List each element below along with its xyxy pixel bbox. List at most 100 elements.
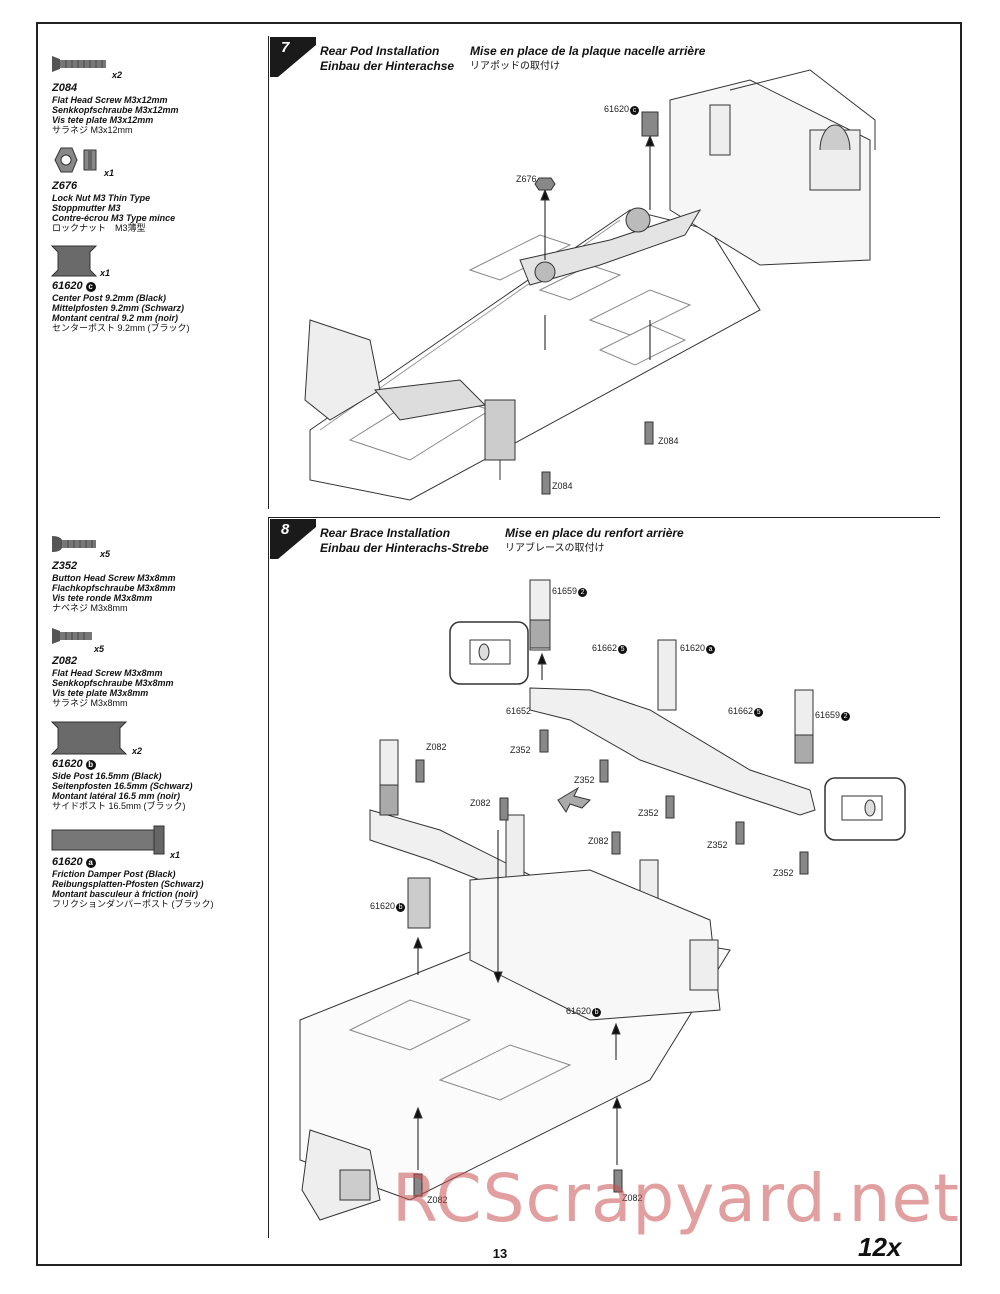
title-fr: Mise en place de la plaque nacelle arriè… xyxy=(470,44,706,58)
part-desc-fr: Montant latéral 16.5 mm (noir) xyxy=(52,791,181,801)
callout-z082: Z082 xyxy=(470,798,491,808)
part-desc-de: Stoppmutter M3 xyxy=(52,203,121,213)
center-post-icon xyxy=(50,245,98,277)
part-desc-de: Flachkopfschraube M3x8mm xyxy=(52,583,176,593)
part-code: Z082 xyxy=(52,655,78,667)
part-desc-en: Flat Head Screw M3x8mm xyxy=(52,668,163,678)
part-desc-jp: ロックナット M3薄型 xyxy=(52,223,146,233)
step7-divider xyxy=(268,36,269,509)
title-de: Einbau der Hinterachse xyxy=(320,59,455,73)
callout-z084-b: Z084 xyxy=(552,481,573,491)
part-code: 61620 xyxy=(52,280,83,292)
brand-logo: 12x xyxy=(858,1232,902,1262)
page-number: 13 xyxy=(492,1246,508,1261)
title-jp: リアポッドの取付け xyxy=(470,61,560,72)
step8-title-fr-jp: Mise en place du renfort arrière リアブレースの… xyxy=(505,526,684,556)
step-number: 8 xyxy=(281,521,290,538)
flat-head-screw-icon xyxy=(52,628,92,644)
side-post-icon xyxy=(50,721,128,755)
part-code: Z352 xyxy=(52,560,78,572)
title-de: Einbau der Hinterachs-Strebe xyxy=(320,541,489,555)
callout-z352: Z352 xyxy=(773,868,794,878)
part-desc-en: Friction Damper Post (Black) xyxy=(52,869,176,879)
step7-title-en-de: Rear Pod Installation Einbau der Hintera… xyxy=(320,44,454,74)
marker-badge: b xyxy=(85,760,96,770)
part-desc-jp: サイドポスト 16.5mm (ブラック) xyxy=(52,801,186,811)
callout-z082: Z082 xyxy=(588,836,609,846)
part-desc-en: Lock Nut M3 Thin Type xyxy=(52,193,151,203)
part-desc-de: Senkkopfschraube M3x12mm xyxy=(52,105,179,115)
friction-damper-post-icon xyxy=(51,825,165,855)
callout-z352: Z352 xyxy=(638,808,659,818)
part-desc-de: Seitenpfosten 16.5mm (Schwarz) xyxy=(52,781,193,791)
part-desc-en: Side Post 16.5mm (Black) xyxy=(52,771,162,781)
part-desc-en: Center Post 9.2mm (Black) xyxy=(52,293,167,303)
step8-title-en-de: Rear Brace Installation Einbau der Hinte… xyxy=(320,526,489,556)
part-code: 61620 xyxy=(52,758,83,770)
part-desc-jp: フリクションダンパーポスト (ブラック) xyxy=(52,899,214,909)
part-desc-fr: Contre-écrou M3 Type mince xyxy=(52,213,176,223)
watermark: RCScrapyard.net xyxy=(392,1160,960,1237)
rear-pod-diagram xyxy=(304,69,876,501)
part-61620b: 61620 b Side Post 16.5mm (Black) Seitenp… xyxy=(52,758,193,811)
part-desc-de: Mittelpfosten 9.2mm (Schwarz) xyxy=(52,303,185,313)
lock-nut-icon xyxy=(54,147,97,173)
rear-brace-diagram xyxy=(299,579,906,1221)
step7-title-fr-jp: Mise en place de la plaque nacelle arriè… xyxy=(470,44,705,74)
part-code: Z084 xyxy=(52,82,78,94)
step-badge-7 xyxy=(270,37,316,77)
callout-61652: 61652 xyxy=(506,706,532,716)
button-head-screw-icon xyxy=(52,536,96,552)
part-desc-fr: Vis tete plate M3x8mm xyxy=(52,688,149,698)
part-qty: x5 xyxy=(100,549,111,559)
callout-z676: Z676 xyxy=(516,174,537,184)
part-desc-fr: Montant central 9.2 mm (noir) xyxy=(52,313,179,323)
part-61620a: 61620 a Friction Damper Post (Black) Rei… xyxy=(52,856,214,909)
part-desc-en: Button Head Screw M3x8mm xyxy=(52,573,176,583)
part-desc-de: Senkkopfschraube M3x8mm xyxy=(52,678,174,688)
part-code: 61620 xyxy=(52,856,83,868)
part-desc-jp: サラネジ M3x12mm xyxy=(52,125,133,135)
part-qty: x2 xyxy=(132,746,143,756)
part-z352: Z352 Button Head Screw M3x8mm Flachkopfs… xyxy=(52,560,176,613)
step8-divider-h xyxy=(268,517,940,518)
part-z676: Z676 Lock Nut M3 Thin Type Stoppmutter M… xyxy=(52,180,175,233)
step8-divider xyxy=(268,518,269,1238)
part-code: Z676 xyxy=(52,180,78,192)
step-badge-8 xyxy=(270,519,316,559)
part-z084: Z084 Flat Head Screw M3x12mm Senkkopfsch… xyxy=(52,82,179,135)
part-desc-en: Flat Head Screw M3x12mm xyxy=(52,95,168,105)
part-qty: x2 xyxy=(112,70,123,80)
part-desc-jp: ナベネジ M3x8mm xyxy=(52,603,128,613)
callout-z352: Z352 xyxy=(510,745,531,755)
part-qty: x5 xyxy=(94,644,105,654)
callout-z352: Z352 xyxy=(707,840,728,850)
part-desc-fr: Vis tete ronde M3x8mm xyxy=(52,593,153,603)
part-z082: Z082 Flat Head Screw M3x8mm Senkkopfschr… xyxy=(52,655,174,708)
part-61620c: 61620 c Center Post 9.2mm (Black) Mittel… xyxy=(52,280,190,333)
callout-z082: Z082 xyxy=(427,1195,448,1205)
title-en: Rear Brace Installation xyxy=(320,526,451,540)
flat-head-screw-icon xyxy=(52,56,106,72)
callout-z084-a: Z084 xyxy=(658,436,679,446)
marker-badge: a xyxy=(85,858,96,868)
part-desc-jp: サラネジ M3x8mm xyxy=(52,698,128,708)
part-qty: x1 xyxy=(100,268,111,278)
part-desc-de: Reibungsplatten-Pfosten (Schwarz) xyxy=(52,879,204,889)
page-frame xyxy=(36,22,962,1266)
title-jp: リアブレースの取付け xyxy=(505,543,605,554)
part-qty: x1 xyxy=(170,850,181,860)
marker-badge: c xyxy=(85,282,96,292)
title-fr: Mise en place du renfort arrière xyxy=(505,526,684,540)
part-desc-fr: Montant basculeur à friction (noir) xyxy=(52,889,199,899)
part-qty: x1 xyxy=(104,168,115,178)
callout-z352: Z352 xyxy=(574,775,595,785)
